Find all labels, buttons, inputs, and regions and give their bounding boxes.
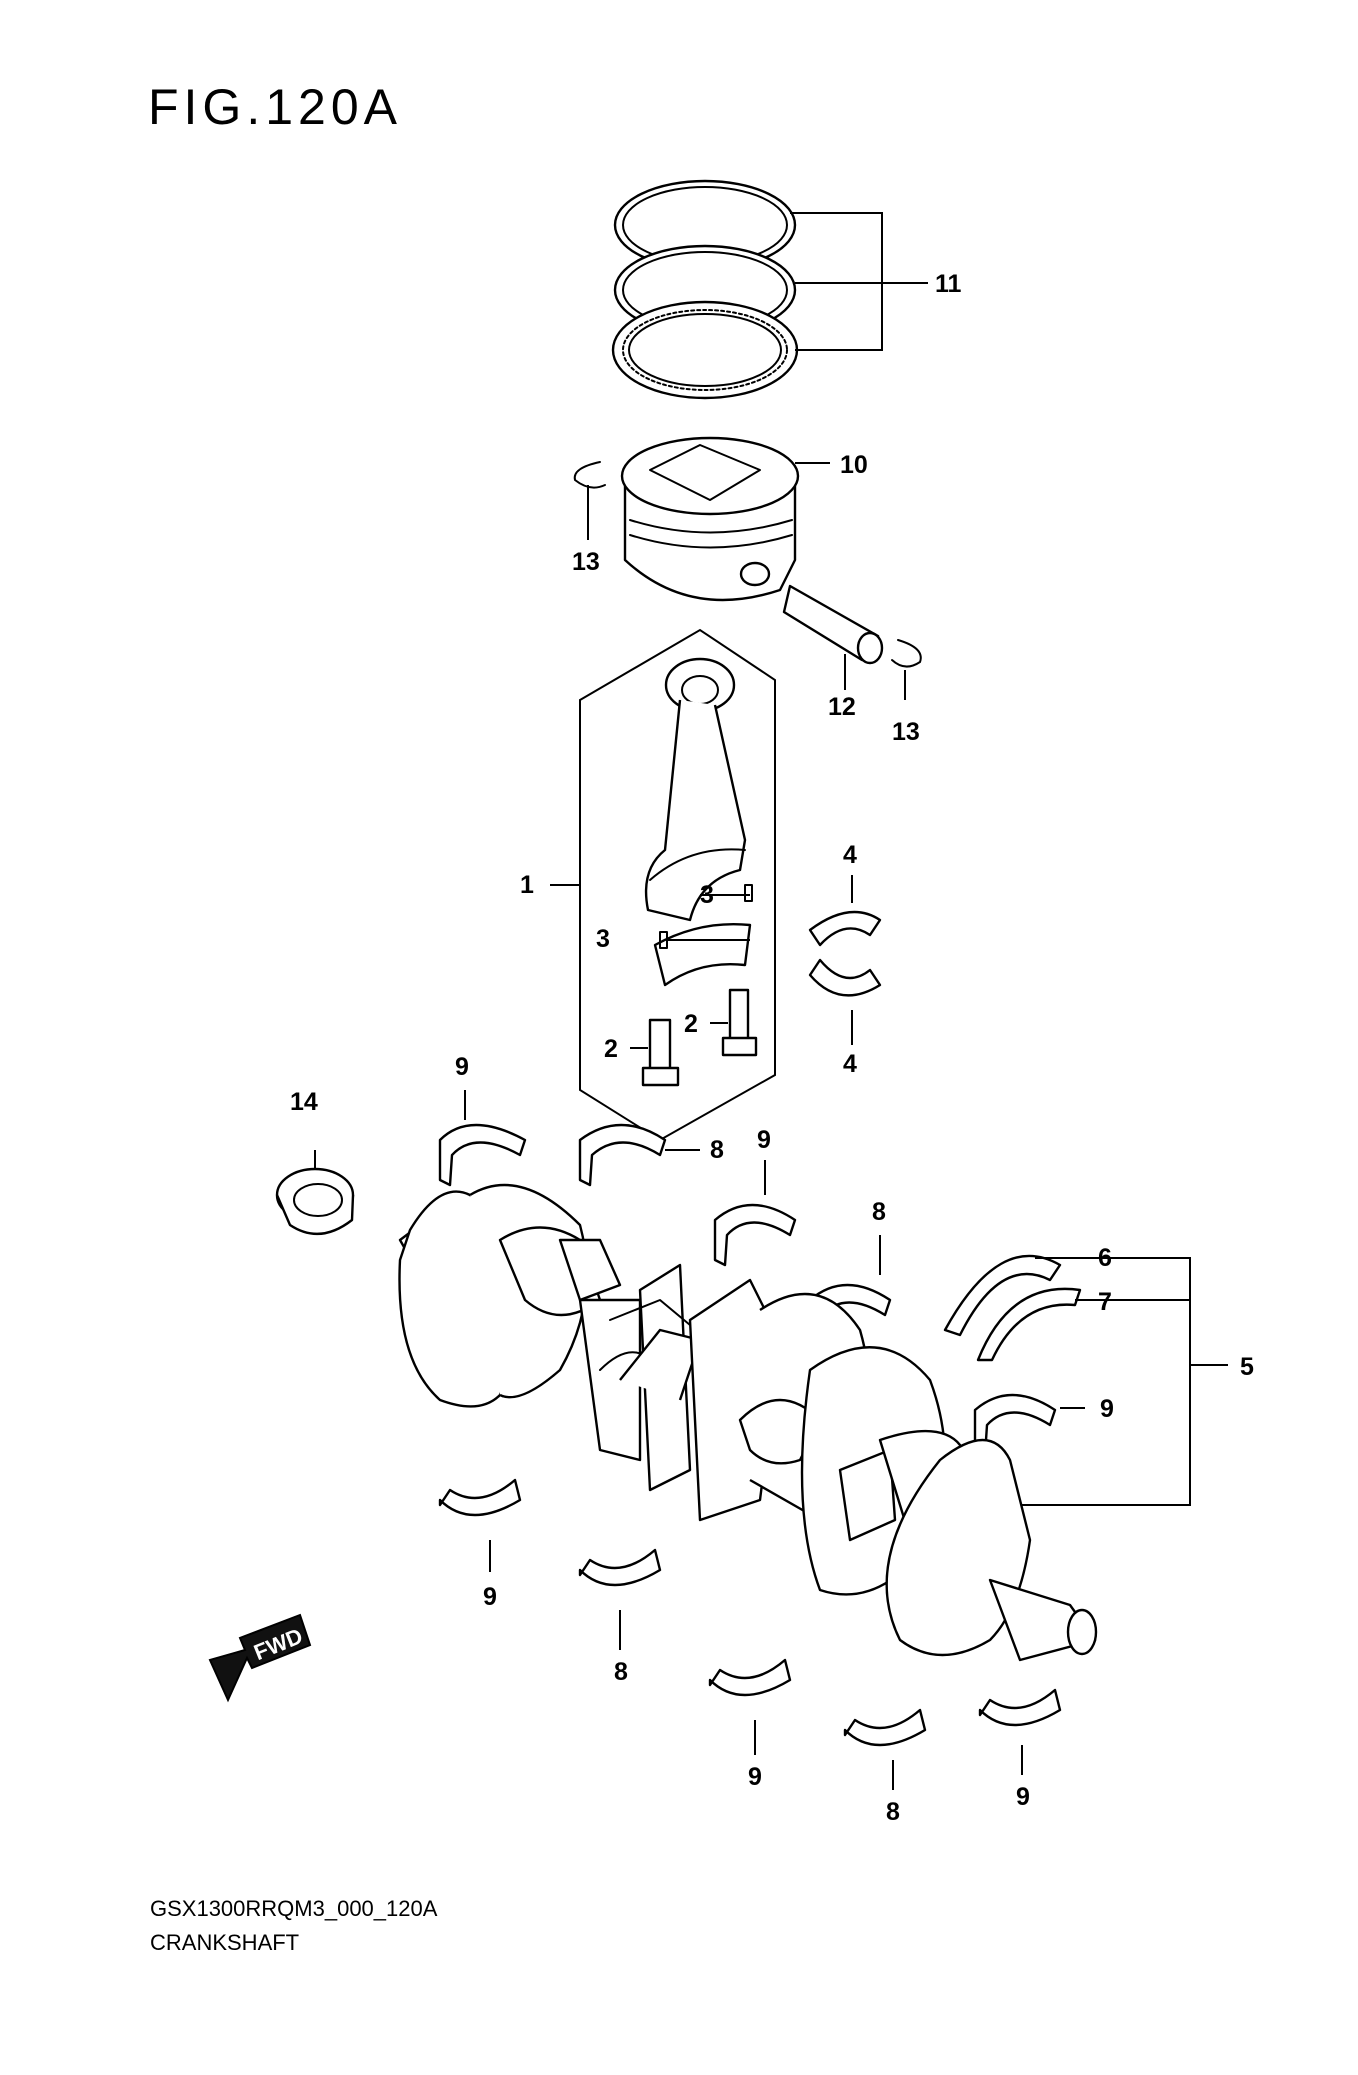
callout-9: 9: [757, 1126, 771, 1154]
callout-10: 10: [840, 451, 868, 479]
thrust-washers: [943, 1254, 1082, 1362]
piston-pin: [782, 584, 884, 665]
main-bearings-lower: [438, 1478, 1062, 1747]
callout-7: 7: [1098, 1288, 1112, 1316]
callout-9: 9: [1100, 1395, 1114, 1423]
figure-footer: GSX1300RRQM3_000_120A CRANKSHAFT: [150, 1892, 437, 1960]
callout-9: 9: [748, 1763, 762, 1791]
fwd-arrow-icon: FWD: [208, 1613, 312, 1703]
callout-4: 4: [843, 841, 857, 869]
callout-4: 4: [843, 1050, 857, 1078]
figure-title: FIG.120A: [148, 79, 402, 135]
crankshaft: [398, 1183, 1098, 1662]
connecting-rod: [644, 657, 752, 987]
callout-5: 5: [1240, 1353, 1254, 1381]
callout-labels: 11 10 13 12 13 1 3 3 4 4 2 2 9 14 8 9 8 …: [290, 270, 1254, 1826]
callout-8: 8: [886, 1798, 900, 1826]
callout-9: 9: [483, 1583, 497, 1611]
rod-bearings: [808, 910, 882, 997]
piston-rings: [611, 179, 799, 400]
callout-2: 2: [684, 1010, 698, 1038]
callout-12: 12: [828, 693, 856, 721]
callout-8: 8: [710, 1136, 724, 1164]
callout-8: 8: [872, 1198, 886, 1226]
callout-1: 1: [520, 871, 534, 899]
callout-9: 9: [1016, 1783, 1030, 1811]
callout-9: 9: [455, 1053, 469, 1081]
callout-2: 2: [604, 1035, 618, 1063]
callout-3: 3: [596, 925, 610, 953]
callout-13: 13: [892, 718, 920, 746]
callout-11: 11: [935, 270, 962, 298]
bushing: [275, 1167, 355, 1236]
callout-3: 3: [700, 881, 714, 909]
section-name: CRANKSHAFT: [150, 1930, 300, 1955]
callout-14: 14: [290, 1088, 318, 1116]
piston: [620, 436, 800, 602]
callout-8: 8: [614, 1658, 628, 1686]
callout-13: 13: [572, 548, 600, 576]
rod-bolts: [641, 988, 758, 1087]
model-code: GSX1300RRQM3_000_120A: [150, 1896, 438, 1921]
callout-6: 6: [1098, 1244, 1112, 1272]
